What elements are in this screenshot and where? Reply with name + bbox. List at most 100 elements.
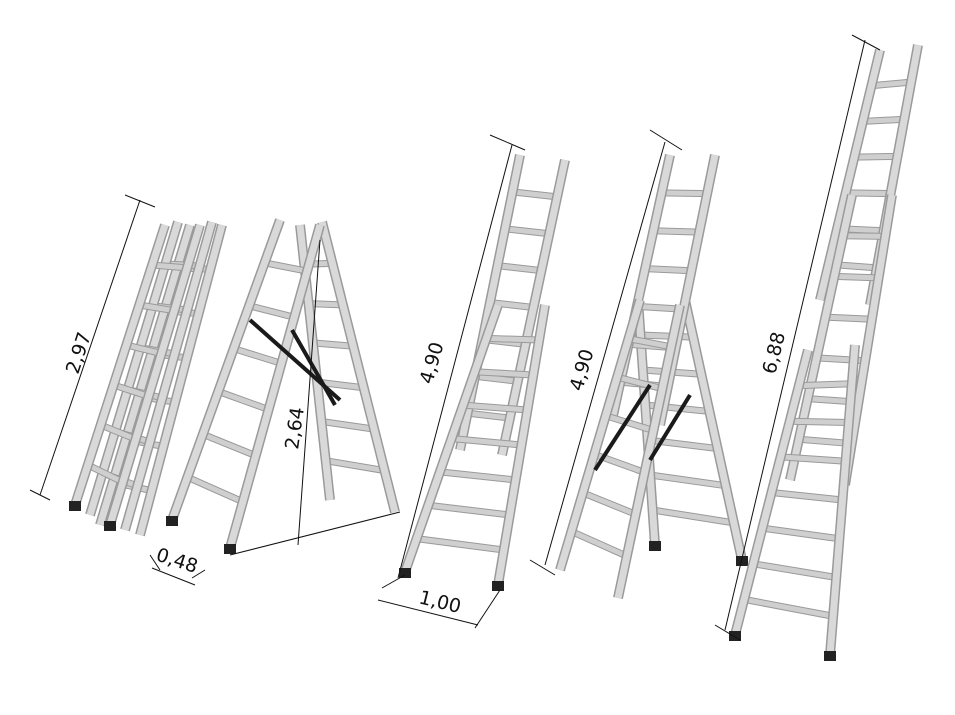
ladder-foot [224,544,236,554]
ladder-rung [871,79,912,89]
ladder-rung [504,226,550,237]
ladder-rung [570,529,628,559]
ladder-rung [616,374,663,392]
ladder-rail [168,218,284,522]
ladder-rung [652,507,735,526]
ladder-rail [456,154,524,451]
ladder-section [785,193,897,486]
ladder-rung [451,436,522,448]
ladder-rail [826,344,859,656]
ladder-rung [112,382,150,399]
ladder-rail [121,221,216,531]
ladder-foot [69,501,81,511]
ladder-rung [138,302,175,314]
ladder-rung [125,342,163,356]
ladder-rung [862,116,905,124]
ladder-rung [789,418,849,425]
ladder-rung [843,233,886,239]
dimension-line [29,489,51,501]
ladder-section [166,218,325,554]
ladder-rung [798,381,852,389]
ladder-foot [736,556,748,566]
ladder-rung [201,431,257,459]
ladder-rung [312,340,354,349]
ladder-rail [681,299,746,561]
ladder-rung [462,402,528,413]
ladder-foot [649,541,661,551]
ladder-rung [486,335,540,343]
ladder-rung [99,422,137,442]
ladder-rung [752,561,837,580]
ladder-rung [467,410,511,421]
ladder-4 [555,153,748,600]
ladder-rung [604,413,655,433]
ladder-section [555,298,685,600]
ladder4-height-label: 4,90 [566,347,599,394]
ladder-section [69,223,205,531]
ladder-rung [264,260,308,274]
ladder-rung [581,490,637,517]
ladder1-height-label: 2,97 [62,330,96,377]
ladder-rung [248,303,295,320]
ladder-rung [321,418,375,432]
ladder-rung [308,301,343,308]
ladder-rung [427,502,511,518]
dimension-line [229,511,401,556]
ladder3-height-label: 4,90 [416,340,449,387]
dimension-line [724,39,866,631]
ladder-rail [318,221,399,513]
ladder-rung [649,472,727,489]
ladder-rung [151,262,188,271]
ladder-5 [729,44,923,661]
dimension-line [151,567,196,586]
ladder2-base-label: 0,48 [153,544,200,578]
ladder-rung [217,389,270,412]
ladder-foot [729,631,741,641]
ladder-rail [401,303,502,574]
ladder-rung [854,153,898,160]
ladder-section [729,344,860,661]
dimension-line [124,194,156,208]
ladder-rung [653,228,700,235]
ladder-rail [731,349,812,636]
ladder3-base-label: 1,00 [417,587,463,619]
ladder-rung [86,462,124,485]
ladder5-height-label: 6,88 [759,330,791,376]
ladder2-height-label: 2,64 [281,406,309,451]
ladder-strap [593,383,652,472]
ladder-rail [786,194,856,481]
ladder-rung [489,300,534,310]
dimension-line [529,559,556,576]
ladder-rung [640,332,694,340]
ladder-section [399,303,550,591]
dimension-line [714,624,741,641]
dimension-line [149,554,161,571]
ladder-rung [771,490,843,503]
dimension-line [544,141,666,566]
ladder-rail [226,224,324,549]
ladder-foot [824,651,836,661]
dimension-lines [29,34,881,641]
dimension-line [191,569,206,579]
ladder-rung [645,266,692,274]
ladder-rung [439,469,516,483]
ladder-rung [497,263,542,274]
ladder-rung [474,369,534,378]
dimension-line [649,129,683,151]
dimension-line [39,199,141,496]
ladder-rail [841,194,896,486]
ladder-rail [71,223,169,507]
dimension-line [377,599,479,626]
ladder-rung [512,189,558,200]
ladder-rail [556,299,644,571]
ladder-rung [232,346,283,366]
ladder-rung [628,336,672,350]
ladder-rail [614,304,684,599]
ladder-foot [104,521,116,531]
ladder-rail [136,224,226,536]
ladder-rung [834,273,879,281]
ladder-rung [186,474,244,505]
ladder-rung [416,536,505,553]
